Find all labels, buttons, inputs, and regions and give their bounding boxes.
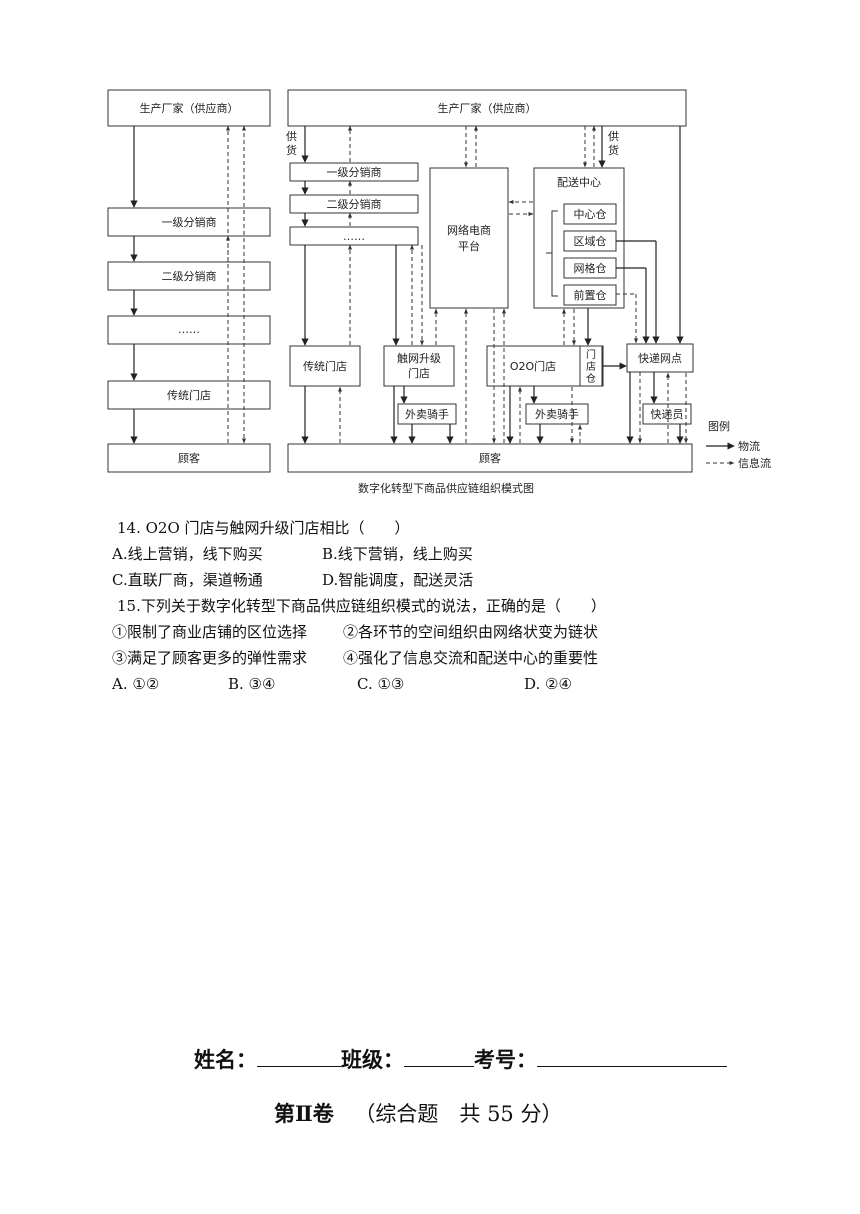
courier-label: 快递员 (651, 407, 684, 421)
rider2-box (525, 403, 589, 425)
upgrade-store-label-1: 触网升级 (397, 351, 441, 365)
legend-info-label: 信息流 (738, 456, 771, 470)
wh-grid-label: 网格仓 (574, 261, 607, 275)
distribution-center-box (533, 167, 625, 309)
q15-stem: 15.下列关于数字化转型下商品供应链组织模式的说法，正确的是（ ） (117, 597, 606, 615)
q15-statement-4: ④强化了信息交流和配送中心的重要性 (343, 649, 599, 667)
left-customer-box (107, 443, 271, 473)
center-label: 配送中心 (557, 175, 601, 189)
q14-option-a: A.线上营销，线下购买 (112, 545, 263, 563)
upgrade-store-box (383, 345, 455, 387)
right-dist1-box (289, 162, 419, 182)
section-heading: 第Ⅱ卷 （综合题 共 55 分） (274, 1098, 562, 1128)
store-wh-label-3: 仓 (586, 372, 596, 385)
legend-logistics-label: 物流 (738, 439, 760, 453)
section-title: 第Ⅱ卷 (274, 1101, 334, 1126)
store-wh-label-1: 门 (586, 348, 596, 361)
left-dist2-box (107, 261, 271, 291)
diagram-caption: 数字化转型下商品供应链组织模式图 (358, 481, 534, 495)
courier-box (642, 403, 692, 425)
wh-region-label: 区域仓 (574, 234, 607, 248)
supply-chain-diagram: 生产厂家（供应商） 一级分销商 二级分销商 …… 传统门店 顾客 生产厂家（供应… (107, 89, 771, 495)
q15-statement-2: ②各环节的空间组织由网络状变为链状 (343, 623, 599, 641)
right-ellipsis-label: …… (343, 230, 365, 243)
class-blank[interactable] (404, 1046, 474, 1067)
platform-box (429, 167, 509, 309)
upgrade-store-label-2: 门店 (408, 366, 430, 380)
trad-store-box (289, 345, 361, 387)
q15-option-d: D. ②④ (524, 675, 572, 693)
platform-label-2: 平台 (458, 239, 480, 253)
left-supplier-box (107, 89, 271, 127)
rider2-label: 外卖骑手 (535, 407, 579, 421)
left-dist1-box (107, 207, 271, 237)
id-blank[interactable] (537, 1046, 727, 1067)
right-dist2-box (289, 194, 419, 214)
section-note: （综合题 共 55 分） (354, 1102, 563, 1126)
o2o-store-label: O2O门店 (510, 359, 556, 373)
q14-stem: 14. O2O 门店与触网升级门店相比（ ） (117, 519, 410, 537)
name-label: 姓名： (194, 1047, 257, 1072)
left-dist1-label: 一级分销商 (162, 215, 217, 229)
express-point-box (626, 343, 694, 373)
q15-statement-3: ③满足了顾客更多的弹性需求 (112, 649, 308, 667)
right-dist1-label: 一级分销商 (327, 165, 382, 179)
platform-label-1: 网络电商 (447, 223, 491, 237)
right-customer-box (287, 443, 693, 473)
left-ellipsis-label: …… (178, 323, 200, 336)
express-point-label: 快递网点 (638, 351, 682, 365)
left-ellipsis-box (107, 315, 271, 345)
wh-front-box (563, 284, 617, 306)
store-wh-label-2: 店 (586, 360, 596, 373)
right-supplier-label: 生产厂家（供应商） (438, 101, 537, 115)
q14-option-c: C.直联厂商，渠道畅通 (112, 571, 263, 589)
student-info-line: 姓名： 班级： 考号： (194, 1044, 727, 1074)
right-supplier-box (287, 89, 687, 127)
wh-front-label: 前置仓 (574, 288, 607, 302)
left-supplier-label: 生产厂家（供应商） (140, 101, 239, 115)
legend-title: 图例 (708, 419, 730, 433)
class-label: 班级： (341, 1047, 404, 1072)
left-dist2-label: 二级分销商 (162, 269, 217, 283)
right-ellipsis-box (289, 226, 419, 246)
q15-option-c: C. ①③ (357, 675, 405, 693)
q15-option-b: B. ③④ (228, 675, 276, 693)
q15-option-a: A. ①② (112, 675, 160, 693)
id-label: 考号： (474, 1047, 537, 1072)
q14-option-b: B.线下营销，线上购买 (322, 545, 473, 563)
supply-right-label: 供货 (608, 129, 619, 157)
left-store-label: 传统门店 (167, 388, 211, 402)
wh-center-label: 中心仓 (574, 207, 607, 221)
q15-statement-1: ①限制了商业店铺的区位选择 (112, 623, 308, 641)
left-store-box (107, 380, 271, 410)
supply-left-label: 供货 (286, 129, 297, 157)
name-blank[interactable] (257, 1046, 341, 1067)
trad-store-label: 传统门店 (303, 359, 347, 373)
right-customer-label: 顾客 (479, 451, 501, 465)
rider1-label: 外卖骑手 (405, 407, 449, 421)
right-dist2-label: 二级分销商 (327, 197, 382, 211)
left-customer-label: 顾客 (178, 451, 200, 465)
store-wh-box (579, 345, 603, 387)
rider1-box (397, 403, 457, 425)
q14-option-d: D.智能调度，配送灵活 (322, 571, 474, 589)
wh-center-box (563, 203, 617, 225)
